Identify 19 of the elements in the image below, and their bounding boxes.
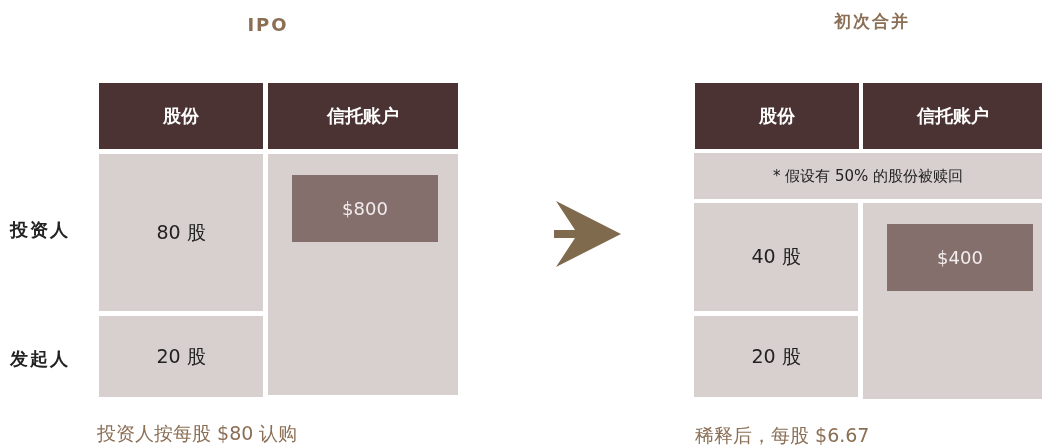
row-label: 投资人	[10, 218, 70, 242]
row-label: 发起人	[10, 347, 70, 371]
panel-title: 初次合并	[834, 10, 910, 33]
table-cell: 20 股	[694, 316, 858, 397]
amount-box: $800	[292, 175, 438, 242]
footnote: 稀释后，每股 $6.67	[695, 423, 870, 448]
footnote: 投资人按每股 $80 认购	[97, 421, 298, 446]
column-header: 信托账户	[863, 83, 1042, 149]
table-cell: 20 股	[99, 316, 263, 397]
amount-box: $400	[887, 224, 1033, 291]
table-cell: 40 股	[694, 203, 858, 311]
table-cell: 80 股	[99, 154, 263, 311]
column-header: 股份	[695, 83, 859, 149]
empty-cell	[863, 203, 1042, 399]
column-header: 信托账户	[268, 83, 458, 149]
column-header: 股份	[99, 83, 263, 149]
note-cell: * 假设有 50% 的股份被赎回	[694, 153, 1042, 199]
panel-title: IPO	[247, 14, 289, 35]
empty-cell	[268, 154, 458, 395]
